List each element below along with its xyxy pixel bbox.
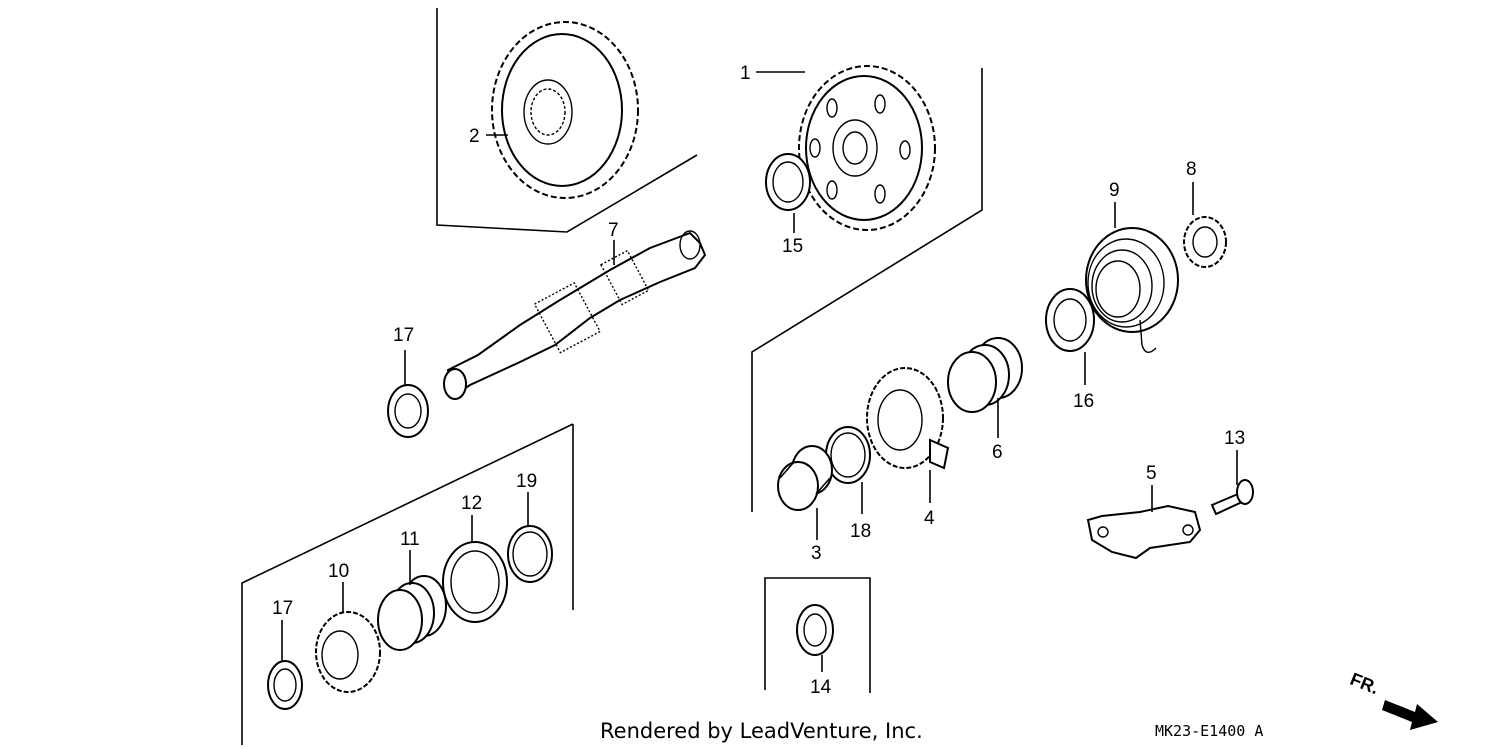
part-label-3: 3 <box>811 543 822 564</box>
spring-9 <box>1085 227 1179 353</box>
washer-15 <box>765 153 811 211</box>
part-label-1: 1 <box>740 63 751 84</box>
group-box-bottom-center <box>764 577 871 693</box>
washer-12 <box>442 541 508 623</box>
part-label-11: 11 <box>400 529 420 550</box>
group-box-top-left <box>436 8 698 233</box>
circlip-19 <box>507 525 553 583</box>
shaft-7 <box>443 230 707 400</box>
part-label-10: 10 <box>328 561 349 582</box>
diagram-code: MK23-E1400 A <box>1155 722 1263 740</box>
group-box-center <box>751 68 983 512</box>
washer-14 <box>796 604 834 656</box>
part-label-4: 4 <box>924 508 935 529</box>
part-label-16: 16 <box>1073 391 1094 412</box>
part-label-13: 13 <box>1224 428 1245 449</box>
part-label-19: 19 <box>516 471 537 492</box>
front-direction-arrow-icon: FR. <box>1347 669 1438 730</box>
part-label-2: 2 <box>469 126 480 147</box>
part-label-15: 15 <box>782 236 803 257</box>
part-label-18: 18 <box>850 521 871 542</box>
part-label-8: 8 <box>1186 159 1197 180</box>
ratchet-4 <box>866 367 950 470</box>
part-label-17-lower: 17 <box>272 598 293 619</box>
group-box-bottom-left <box>241 423 574 745</box>
spring-11 <box>377 575 447 651</box>
part-label-9: 9 <box>1109 180 1120 201</box>
collar-3 <box>777 445 833 511</box>
part-label-14: 14 <box>810 677 832 698</box>
plate-5 <box>1086 504 1202 560</box>
washer-17-lower <box>267 660 303 710</box>
bolt-13 <box>1210 479 1254 516</box>
washer-17-upper <box>387 384 429 438</box>
part-label-7: 7 <box>608 220 619 241</box>
spring-6 <box>947 337 1023 413</box>
part-label-12: 12 <box>461 493 482 514</box>
washer-16 <box>1045 288 1095 352</box>
part-label-17-upper: 17 <box>393 325 414 346</box>
ratchet-10 <box>315 611 381 693</box>
gear-1 <box>798 65 936 231</box>
direction-label: FR. <box>1347 669 1381 698</box>
part-label-5: 5 <box>1146 463 1157 484</box>
gear-2 <box>491 21 639 199</box>
retainer-8 <box>1183 216 1227 268</box>
part-label-6: 6 <box>992 442 1003 463</box>
credit-text: Rendered by LeadVenture, Inc. <box>600 719 923 743</box>
leader-lines <box>281 71 1238 672</box>
